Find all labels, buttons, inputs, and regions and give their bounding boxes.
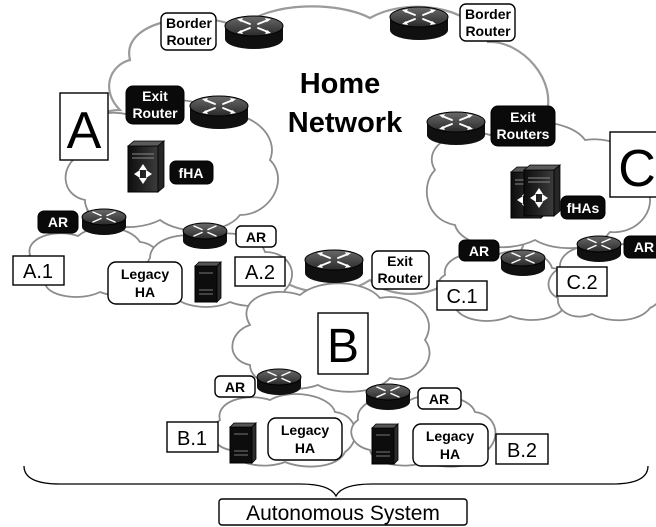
legacy-ha-b2-label-line1: Legacy (426, 428, 474, 444)
access-router-c2 (576, 235, 622, 263)
fha-server-icon (127, 140, 165, 193)
border-router-left-label-box (160, 12, 217, 51)
access-router-b2 (365, 383, 411, 411)
ar-a1-label-box (37, 210, 79, 234)
domain-c-label: C (618, 140, 656, 198)
legacy-ha-b1-label-box (267, 417, 343, 461)
ar-b1-label-box (214, 375, 256, 398)
border-router-left-label-line2: Router (166, 32, 212, 48)
ar-c2-label: AR (634, 239, 654, 255)
fha-label-box (169, 160, 214, 185)
legacy-ha-b1-label-line2: HA (295, 440, 315, 456)
border-router-right (389, 6, 449, 41)
fhas-label-box (560, 195, 606, 220)
subnet-b2-label: B.2 (507, 440, 537, 462)
autonomous-system-label-box (218, 498, 468, 526)
exit-router-c-label-line2: Routers (497, 126, 550, 142)
subnet-a1-label: A.1 (23, 261, 53, 283)
home-network-title-line1: Home (300, 68, 381, 100)
subnet-c2-label: C.2 (566, 272, 597, 294)
autonomous-system-brace (23, 465, 649, 498)
legacy-ha-b1-label-line1: Legacy (281, 422, 329, 438)
subnet-c2-label-box (556, 266, 608, 297)
exit-router-a-label-line2: Router (132, 105, 178, 121)
ar-b1-label: AR (225, 379, 245, 395)
domain-c-label-box (609, 131, 656, 198)
exit-router-b (304, 249, 364, 284)
subnet-c1-label: C.1 (446, 286, 477, 308)
border-router-left (224, 15, 284, 50)
exit-router-b-label-line1: Exit (387, 253, 413, 269)
subnet-b1-label: B.1 (177, 428, 207, 450)
fhas-label: fHAs (567, 200, 600, 216)
border-router-left-label-line1: Border (166, 15, 212, 31)
ar-b2-label-box (417, 387, 462, 410)
fha-label: fHA (179, 165, 204, 181)
access-router-b1 (256, 368, 302, 396)
domain-b-label: B (327, 320, 359, 373)
legacy-ha-a-label-line1: Legacy (121, 266, 169, 282)
access-router-a1 (81, 208, 127, 236)
exit-router-c (426, 111, 486, 146)
border-router-right-label-box (459, 3, 516, 42)
access-router-a2 (182, 222, 228, 250)
legacy-ha-b2-label-line2: HA (440, 446, 460, 462)
subnet-a2-label-box (234, 256, 286, 287)
access-router-c1 (500, 249, 546, 277)
exit-router-c-label-box (490, 105, 556, 147)
border-router-right-label-line2: Router (465, 23, 511, 39)
exit-router-b-label-line2: Router (377, 270, 423, 286)
ar-b2-label: AR (429, 391, 449, 407)
exit-router-a (189, 95, 249, 130)
fhas-server-front-icon (523, 164, 561, 217)
domain-a-label-box (59, 92, 109, 161)
exit-router-c-label-line1: Exit (510, 109, 536, 125)
ar-c1-label: AR (469, 243, 489, 259)
ar-a1-label: AR (48, 214, 68, 230)
exit-router-a-label-box (125, 85, 185, 125)
legacy-ha-b1-server-icon (229, 422, 257, 464)
ar-a2-label-box (235, 225, 277, 248)
ar-a2-label: AR (246, 229, 266, 245)
autonomous-system-label: Autonomous System (246, 502, 440, 525)
exit-router-a-label-line1: Exit (142, 88, 168, 104)
legacy-ha-b2-server-icon (371, 423, 399, 465)
subnet-c1-label-box (436, 280, 488, 311)
legacy-ha-a-label-line2: HA (135, 284, 155, 300)
ar-c2-label-box (623, 235, 656, 259)
home-network-title-line2: Network (288, 107, 403, 139)
border-router-right-label-line1: Border (465, 6, 511, 22)
subnet-a2-label: A.2 (245, 262, 275, 284)
legacy-ha-b2-label-box (412, 423, 489, 467)
ar-c1-label-box (458, 239, 500, 262)
exit-router-b-label-box (371, 250, 430, 290)
subnet-b1-label-box (166, 421, 219, 453)
domain-b-label-box (317, 312, 369, 375)
legacy-ha-a-label-box (107, 261, 183, 305)
domain-a-label: A (67, 102, 102, 160)
subnet-b2-label-box (495, 433, 549, 465)
legacy-ha-a-server-icon (194, 261, 222, 303)
subnet-a1-label-box (12, 255, 65, 286)
